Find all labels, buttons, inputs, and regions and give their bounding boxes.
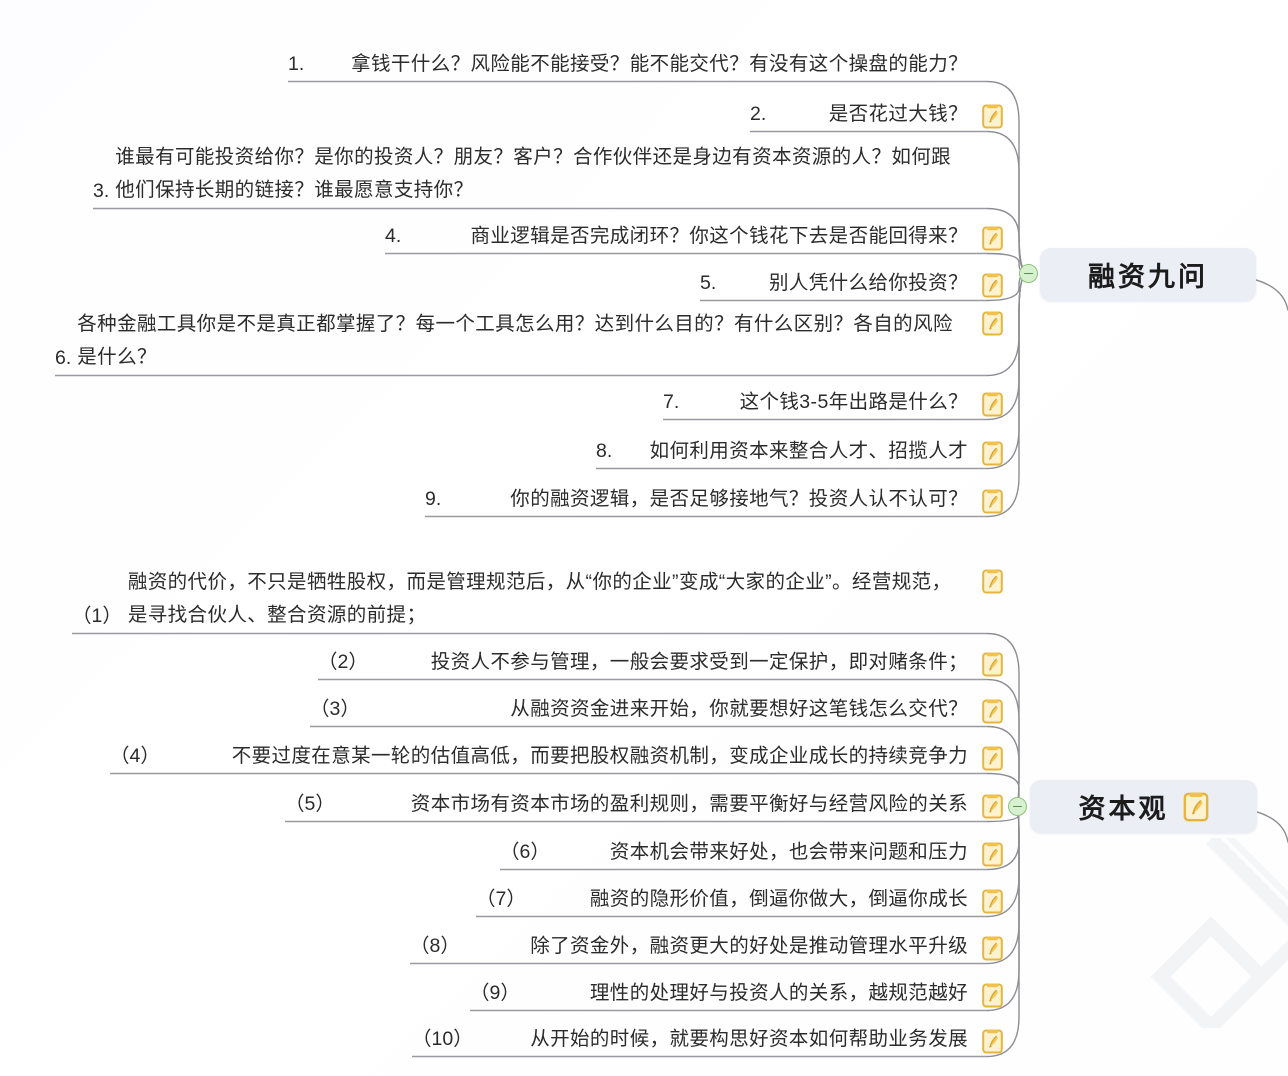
mindmap-item[interactable]: （7） 融资的隐形价值，倒逼你做大，倒逼你成长 — [476, 873, 1005, 918]
item-text: 资本机会带来好处，也会带来问题和压力 — [609, 841, 968, 863]
item-text: 融资的代价，不只是牺牲股权，而是管理规范后，从“你的企业”变成“大家的企业”。经… — [127, 571, 952, 626]
item-text: 你的融资逻辑，是否足够接地气？投资人认不认可？ — [510, 488, 968, 510]
item-number: 4. — [385, 225, 402, 247]
logo-watermark — [1150, 838, 1288, 1028]
item-text: 除了资金外，融资更大的好处是推动管理水平升级 — [530, 935, 968, 957]
note-icon[interactable] — [982, 936, 1003, 961]
note-icon[interactable] — [982, 226, 1003, 251]
item-text: 如何利用资本来整合人才、招揽人才 — [649, 440, 968, 462]
item-text: 资本市场有资本市场的盈利规则，需要平衡好与经营风险的关系 — [410, 793, 968, 815]
mindmap-item[interactable]: 1. 拿钱干什么？风险能不能接受？能不能交代？有没有这个操盘的能力？ — [288, 38, 1005, 83]
item-number: （2） — [318, 651, 368, 673]
mindmap-item[interactable]: 4. 商业逻辑是否完成闭环？你这个钱花下去是否能回得来？ — [385, 210, 1005, 255]
item-number: （9） — [470, 982, 520, 1004]
mindmap-item[interactable]: （4） 不要过度在意某一轮的估值高低，而要把股权融资机制，变成企业成长的持续竞争力 — [110, 730, 1005, 775]
mindmap-item[interactable]: （5） 资本市场有资本市场的盈利规则，需要平衡好与经营风险的关系 — [285, 778, 1005, 823]
note-icon[interactable] — [982, 273, 1003, 298]
item-text: 是否花过大钱？ — [828, 103, 968, 125]
note-icon[interactable] — [982, 104, 1003, 129]
note-icon[interactable] — [982, 441, 1003, 466]
item-text: 融资的隐形价值，倒逼你做大，倒逼你成长 — [589, 888, 968, 910]
item-text: 从开始的时候，就要构思好资本如何帮助业务发展 — [530, 1028, 968, 1050]
item-number: （1） — [72, 605, 122, 627]
note-icon[interactable] — [982, 983, 1003, 1008]
mindmap-item[interactable]: （3） 从融资资金进来开始，你就要想好这笔钱怎么交代？ — [310, 683, 1005, 728]
item-number: （7） — [476, 888, 526, 910]
note-icon[interactable] — [982, 311, 1003, 336]
note-icon[interactable] — [982, 842, 1003, 867]
mindmap-item[interactable]: 5. 别人凭什么给你投资？ — [700, 257, 1005, 302]
item-number: 5. — [700, 272, 717, 294]
mindmap-item[interactable]: 2. 是否花过大钱？ — [750, 88, 1005, 133]
item-number: 3. — [93, 180, 110, 202]
item-number: （5） — [285, 793, 335, 815]
item-text: 拿钱干什么？风险能不能接受？能不能交代？有没有这个操盘的能力？ — [351, 53, 968, 75]
item-number: 7. — [663, 391, 680, 413]
item-text: 商业逻辑是否完成闭环？你这个钱花下去是否能回得来？ — [470, 225, 968, 247]
mindmap-item[interactable]: （2） 投资人不参与管理，一般会要求受到一定保护，即对赌条件； — [318, 636, 1005, 681]
item-number: （3） — [310, 698, 360, 720]
collapse-toggle-rongzi-jiuwen[interactable] — [1019, 264, 1038, 283]
note-icon[interactable] — [982, 889, 1003, 914]
mindmap-item[interactable]: （9） 理性的处理好与投资人的关系，越规范越好 — [470, 967, 1005, 1012]
note-icon[interactable] — [1183, 792, 1209, 822]
item-number: 9. — [425, 488, 442, 510]
mindmap-item[interactable]: 6.各种金融工具你是不是真正都掌握了？每一个工具怎么用？达到什么目的？有什么区别… — [55, 305, 1005, 377]
item-number: 8. — [596, 440, 613, 462]
item-number: （6） — [500, 841, 550, 863]
mindmap-item[interactable]: 8. 如何利用资本来整合人才、招揽人才 — [596, 425, 1005, 470]
item-number: 6. — [55, 347, 72, 369]
item-text: 理性的处理好与投资人的关系，越规范越好 — [589, 982, 968, 1004]
node-rongzi-jiuwen[interactable]: 融资九问 — [1040, 248, 1256, 301]
item-text: 各种金融工具你是不是真正都掌握了？每一个工具怎么用？达到什么目的？有什么区别？各… — [77, 313, 953, 368]
item-number: 2. — [750, 103, 767, 125]
note-icon[interactable] — [982, 746, 1003, 771]
collapse-toggle-ziben-guan[interactable] — [1008, 797, 1027, 816]
mindmap-item[interactable]: 7. 这个钱3-5年出路是什么？ — [663, 376, 1005, 421]
mindmap-item[interactable]: （1）融资的代价，不只是牺牲股权，而是管理规范后，从“你的企业”变成“大家的企业… — [72, 563, 1005, 635]
item-number: （4） — [110, 745, 160, 767]
item-number: （8） — [410, 935, 460, 957]
mindmap-item[interactable]: （6） 资本机会带来好处，也会带来问题和压力 — [500, 826, 1005, 871]
item-text: 从融资资金进来开始，你就要想好这笔钱怎么交代？ — [510, 698, 968, 720]
mindmap-item[interactable]: 3.谁最有可能投资给你？是你的投资人？朋友？客户？合作伙伴还是身边有资本资源的人… — [93, 138, 1005, 210]
note-icon[interactable] — [982, 794, 1003, 819]
item-text: 投资人不参与管理，一般会要求受到一定保护，即对赌条件； — [430, 651, 968, 673]
note-icon[interactable] — [982, 569, 1003, 594]
node-label: 融资九问 — [1088, 262, 1208, 292]
item-text: 别人凭什么给你投资？ — [768, 272, 968, 294]
note-icon[interactable] — [982, 392, 1003, 417]
item-number: （10） — [412, 1028, 473, 1050]
item-number: 1. — [288, 53, 305, 75]
node-ziben-guan[interactable]: 资本观 — [1030, 780, 1257, 833]
item-text: 谁最有可能投资给你？是你的投资人？朋友？客户？合作伙伴还是身边有资本资源的人？如… — [115, 146, 952, 201]
note-icon[interactable] — [982, 652, 1003, 677]
item-text: 这个钱3-5年出路是什么？ — [739, 391, 968, 413]
mindmap-item[interactable]: （8） 除了资金外，融资更大的好处是推动管理水平升级 — [410, 920, 1005, 965]
note-icon[interactable] — [982, 489, 1003, 514]
node-label: 资本观 — [1078, 794, 1169, 824]
item-text: 不要过度在意某一轮的估值高低，而要把股权融资机制，变成企业成长的持续竞争力 — [231, 745, 968, 767]
mindmap-item[interactable]: （10） 从开始的时候，就要构思好资本如何帮助业务发展 — [412, 1013, 1005, 1058]
mindmap-item[interactable]: 9. 你的融资逻辑，是否足够接地气？投资人认不认可？ — [425, 473, 1005, 518]
note-icon[interactable] — [982, 699, 1003, 724]
note-icon[interactable] — [982, 1029, 1003, 1054]
